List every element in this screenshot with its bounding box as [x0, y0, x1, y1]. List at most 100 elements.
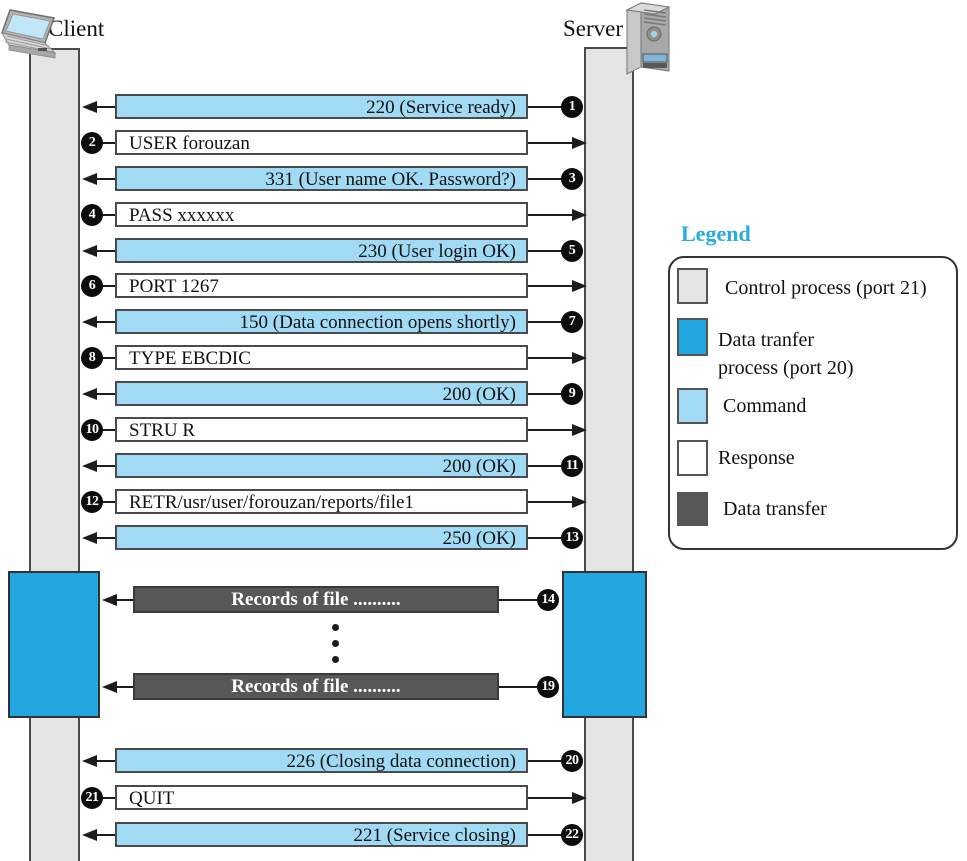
arrow-shaft — [528, 428, 573, 431]
step-number-badge: 11 — [561, 454, 583, 477]
message-box: Records of file .......... — [133, 586, 499, 613]
message-box: QUIT — [115, 785, 528, 810]
step-number-badge: 10 — [81, 418, 103, 441]
message-box: 220 (Service ready) — [115, 94, 528, 119]
legend-swatch-command — [677, 388, 708, 424]
message-box: PORT 1267 — [115, 273, 528, 298]
connector-line — [101, 428, 115, 431]
arrow-shaft — [116, 598, 133, 601]
arrow-shaft — [96, 392, 115, 395]
step-number-badge: 7 — [561, 310, 583, 333]
arrow-shaft — [528, 284, 573, 287]
message-box: Records of file .......... — [133, 673, 499, 700]
message-box: TYPE EBCDIC — [115, 345, 528, 370]
arrow-left-icon — [82, 100, 97, 113]
arrow-left-icon — [82, 531, 97, 544]
message-box: 200 (OK) — [115, 453, 528, 478]
message-box: 221 (Service closing) — [115, 822, 528, 847]
step-number-badge: 2 — [81, 131, 103, 154]
connector-line — [528, 177, 563, 180]
arrow-left-icon — [82, 244, 97, 257]
arrow-left-icon — [82, 754, 97, 767]
arrow-shaft — [96, 105, 115, 108]
vertical-ellipsis-icon — [332, 624, 339, 631]
connector-line — [528, 464, 563, 467]
connector-line — [101, 213, 115, 216]
connector-line — [101, 141, 115, 144]
arrow-shaft — [96, 320, 115, 323]
connector-line — [101, 356, 115, 359]
laptop-icon — [0, 9, 57, 59]
arrow-left-icon — [102, 593, 117, 606]
arrow-left-icon — [82, 828, 97, 841]
arrow-shaft — [96, 536, 115, 539]
step-number-badge: 1 — [561, 95, 583, 118]
arrow-shaft — [96, 464, 115, 467]
step-number-badge: 20 — [561, 749, 583, 772]
step-number-badge: 6 — [81, 274, 103, 297]
vertical-ellipsis-icon — [332, 656, 339, 663]
message-box: 200 (OK) — [115, 381, 528, 406]
client-data-transfer-process-box — [8, 571, 100, 718]
arrow-right-icon — [572, 791, 587, 804]
arrow-right-icon — [572, 279, 587, 292]
step-number-badge: 8 — [81, 346, 103, 369]
arrow-left-icon — [82, 459, 97, 472]
arrow-shaft — [528, 356, 573, 359]
legend-box — [668, 256, 958, 550]
message-box: 230 (User login OK) — [115, 238, 528, 263]
connector-line — [528, 320, 563, 323]
legend-swatch-response — [677, 440, 708, 476]
arrow-left-icon — [82, 387, 97, 400]
legend-label-response: Response — [718, 447, 795, 469]
step-number-badge: 22 — [561, 823, 583, 846]
message-box: STRU R — [115, 417, 528, 442]
connector-line — [101, 284, 115, 287]
arrow-shaft — [96, 759, 115, 762]
message-box: USER forouzan — [115, 130, 528, 155]
step-number-badge: 21 — [81, 786, 103, 809]
step-number-badge: 9 — [561, 382, 583, 405]
step-number-badge: 13 — [561, 526, 583, 549]
connector-line — [499, 685, 539, 688]
connector-line — [499, 598, 539, 601]
arrow-shaft — [528, 213, 573, 216]
connector-line — [528, 249, 563, 252]
arrow-left-icon — [82, 172, 97, 185]
message-box: 331 (User name OK. Password?) — [115, 166, 528, 191]
step-number-badge: 14 — [537, 588, 559, 611]
server-label: Server — [563, 16, 624, 41]
arrow-shaft — [96, 249, 115, 252]
step-number-badge: 4 — [81, 203, 103, 226]
message-box: RETR/usr/user/forouzan/reports/file1 — [115, 489, 528, 514]
step-number-badge: 19 — [537, 675, 559, 698]
message-box: 250 (OK) — [115, 525, 528, 550]
message-box: PASS xxxxxx — [115, 202, 528, 227]
legend-swatch-data-transfer — [677, 492, 708, 526]
connector-line — [528, 759, 563, 762]
arrow-left-icon — [82, 315, 97, 328]
arrow-right-icon — [572, 208, 587, 221]
connector-line — [101, 796, 115, 799]
step-number-badge: 5 — [561, 239, 583, 262]
step-number-badge: 3 — [561, 167, 583, 190]
arrow-right-icon — [572, 495, 587, 508]
connector-line — [528, 392, 563, 395]
step-number-badge: 12 — [81, 490, 103, 513]
arrow-shaft — [528, 796, 573, 799]
arrow-shaft — [116, 685, 133, 688]
legend-label-command: Command — [723, 395, 807, 417]
arrow-right-icon — [572, 351, 587, 364]
connector-line — [528, 105, 563, 108]
connector-line — [101, 500, 115, 503]
message-box: 150 (Data connection opens shortly) — [115, 309, 528, 334]
message-box: 226 (Closing data connection) — [115, 748, 528, 773]
client-label: Client — [48, 16, 105, 41]
legend-swatch-data-transfer-process — [677, 318, 708, 356]
arrow-left-icon — [102, 680, 117, 693]
arrow-shaft — [96, 833, 115, 836]
server-control-process-bar — [584, 47, 634, 861]
arrow-shaft — [528, 500, 573, 503]
arrow-shaft — [96, 177, 115, 180]
